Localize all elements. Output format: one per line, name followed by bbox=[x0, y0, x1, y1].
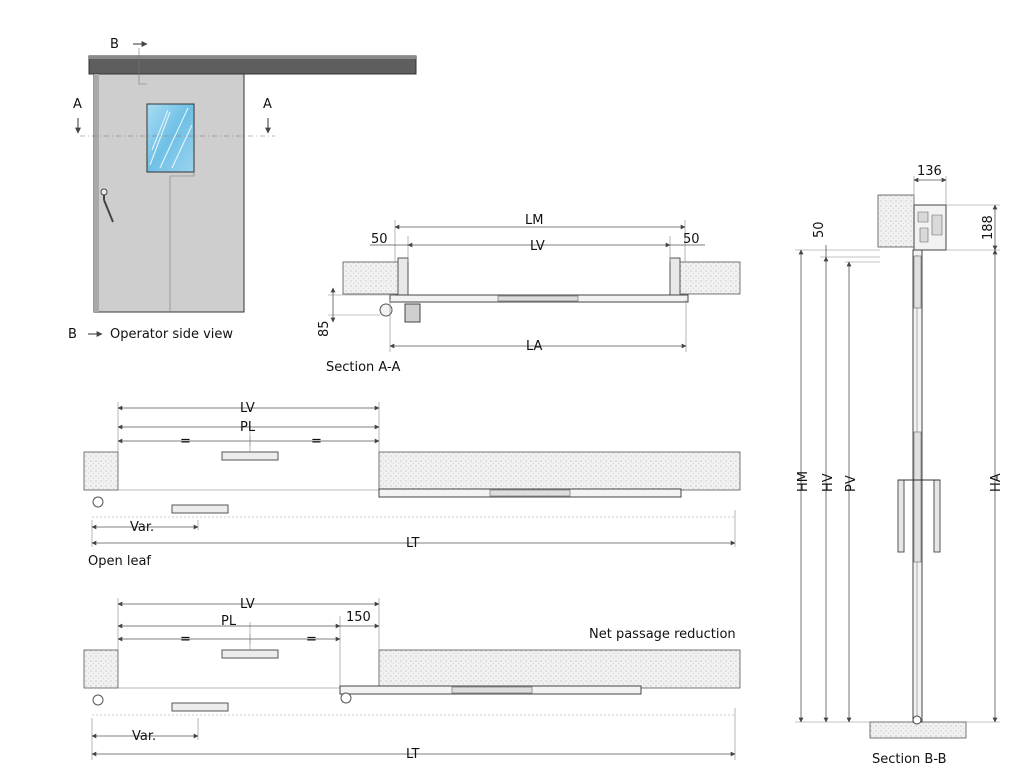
dim-eq-left-label: = bbox=[180, 434, 191, 449]
section-mark-b-bottom: B bbox=[68, 327, 77, 342]
dim-var-label: Var. bbox=[132, 729, 156, 744]
dim-eq-left-label: = bbox=[180, 632, 191, 647]
wall-right bbox=[378, 649, 741, 689]
operator-side-view: B A A B Operator side view bbox=[68, 37, 417, 342]
frame-right bbox=[669, 257, 681, 299]
dim-50-right-label: 50 bbox=[683, 232, 700, 247]
dim-lt-label: LT bbox=[406, 536, 419, 551]
section-mark-a-right: A bbox=[263, 97, 272, 112]
bb-extension-lines bbox=[795, 176, 1000, 723]
bottom-guide-icon bbox=[912, 715, 922, 725]
handle-knob-icon bbox=[340, 692, 352, 704]
section-b-line bbox=[138, 48, 195, 312]
beam-highlight bbox=[89, 56, 416, 59]
dim-lt-label: LT bbox=[406, 747, 419, 762]
lintel-wall bbox=[877, 194, 915, 248]
dim-hm-label: HM bbox=[796, 471, 811, 492]
operator-side-view-title: Operator side view bbox=[110, 327, 233, 342]
handle-right bbox=[933, 479, 941, 553]
dim-eq-right-label: = bbox=[306, 632, 317, 647]
wall-right bbox=[679, 261, 741, 295]
section-mark-a-left: A bbox=[73, 97, 82, 112]
guide-roller-icon bbox=[92, 496, 104, 508]
dim-188-label: 188 bbox=[981, 215, 996, 240]
handle-left bbox=[897, 479, 905, 553]
dim-ha-label: HA bbox=[989, 473, 1004, 492]
upper-profile bbox=[913, 255, 922, 309]
dim-pv-label: PV bbox=[844, 475, 859, 492]
section-bb-title: Section B-B bbox=[872, 752, 947, 767]
net-passage-view: LV PL 150 = = Var. LT Net passage reduct… bbox=[83, 597, 741, 762]
dim-la-label: LA bbox=[526, 339, 543, 354]
dim-lv-label: LV bbox=[240, 597, 255, 612]
guide-roller-icon bbox=[92, 694, 104, 706]
floor-guide-bottom bbox=[171, 702, 229, 712]
net-passage-title: Net passage reduction bbox=[589, 627, 736, 642]
dim-eq-right-label: = bbox=[311, 434, 322, 449]
handle-rosette bbox=[100, 188, 108, 196]
operator-internals bbox=[917, 211, 943, 243]
dim-pl-label: PL bbox=[240, 420, 256, 435]
glass-reflections bbox=[149, 107, 193, 169]
floor-guide-top bbox=[221, 451, 279, 461]
frame-left bbox=[397, 257, 409, 299]
aa-extension-lines bbox=[328, 220, 687, 352]
floor-guide-bottom bbox=[171, 504, 229, 514]
floor-guide-top bbox=[221, 649, 279, 659]
floor-slab bbox=[869, 721, 967, 739]
wall-left bbox=[83, 451, 119, 491]
dim-85-label: 85 bbox=[317, 320, 332, 337]
dim-150-label: 150 bbox=[346, 610, 371, 625]
wall-left bbox=[342, 261, 401, 295]
glass-window bbox=[146, 103, 195, 173]
open-leaf-title: Open leaf bbox=[88, 554, 151, 569]
section-aa-view: LM LV 50 50 LA 85 Section A-A bbox=[317, 213, 741, 375]
door-edge-strip bbox=[94, 74, 99, 312]
dim-pl-label: PL bbox=[221, 614, 237, 629]
dim-50-left-label: 50 bbox=[371, 232, 388, 247]
dim-var-label: Var. bbox=[130, 520, 154, 535]
dim-50-label: 50 bbox=[812, 221, 827, 238]
operator-bracket-icon bbox=[404, 303, 421, 323]
lower-profile bbox=[913, 431, 922, 563]
dim-hv-label: HV bbox=[821, 473, 836, 492]
open-leaf-view: LV PL = = Var. LT Open leaf bbox=[83, 401, 741, 569]
leaf-profile-center bbox=[497, 295, 579, 302]
handle-knob-icon bbox=[379, 303, 393, 317]
wall-right bbox=[378, 451, 741, 491]
section-aa-title: Section A-A bbox=[326, 360, 400, 375]
dim-lv-label: LV bbox=[530, 239, 545, 254]
leaf-profile-center bbox=[489, 489, 571, 497]
leaf-profile-center bbox=[451, 686, 533, 694]
wall-left bbox=[83, 649, 119, 689]
dim-lm-label: LM bbox=[525, 213, 543, 228]
section-bb-view: 136 188 50 HM HV PV HA Section B-B bbox=[795, 164, 1004, 767]
dim-lv-label: LV bbox=[240, 401, 255, 416]
section-mark-b-top: B bbox=[110, 37, 119, 52]
dim-136-label: 136 bbox=[917, 164, 942, 179]
